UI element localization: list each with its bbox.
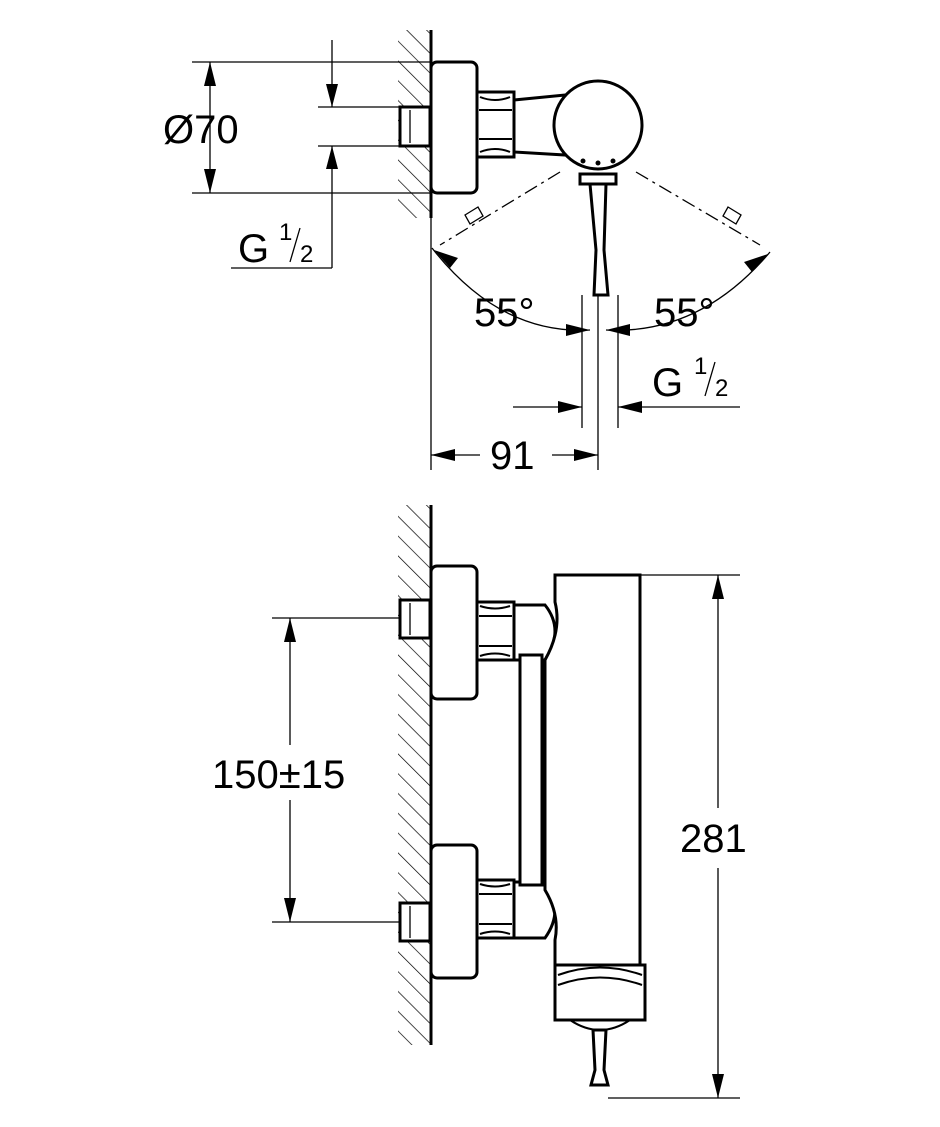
svg-text:2: 2: [300, 241, 313, 268]
spacing-label: 150±15: [212, 753, 345, 797]
angle-left-label: 55°: [474, 291, 535, 335]
thread-label-outlet: G 1 2: [652, 353, 728, 405]
mixer-body-front: [543, 573, 647, 1022]
wall-rosette: [429, 60, 479, 195]
hex-nut-top: [475, 90, 516, 159]
diameter-dimension: Ø70: [163, 62, 239, 193]
pipe-stub: [398, 105, 432, 148]
top-view: Ø70 G 1 2: [163, 30, 771, 478]
mixer-body: [552, 79, 644, 171]
upper-connection: [398, 564, 557, 701]
thread-label-left: G 1 2: [238, 219, 313, 271]
svg-text:G: G: [238, 227, 269, 271]
svg-text:1: 1: [279, 219, 292, 246]
diameter-label: Ø70: [163, 108, 239, 152]
angle-right-label: 55°: [654, 291, 715, 335]
height-label: 281: [680, 817, 747, 861]
lever-handle: [578, 172, 618, 297]
wall-front: [398, 505, 433, 1045]
projection-label: 91: [490, 434, 535, 478]
svg-text:G: G: [652, 361, 683, 405]
svg-text:1: 1: [694, 353, 707, 380]
svg-text:2: 2: [715, 375, 728, 402]
front-view: 150±15: [212, 505, 747, 1099]
lever-tip-front: [569, 1019, 631, 1087]
